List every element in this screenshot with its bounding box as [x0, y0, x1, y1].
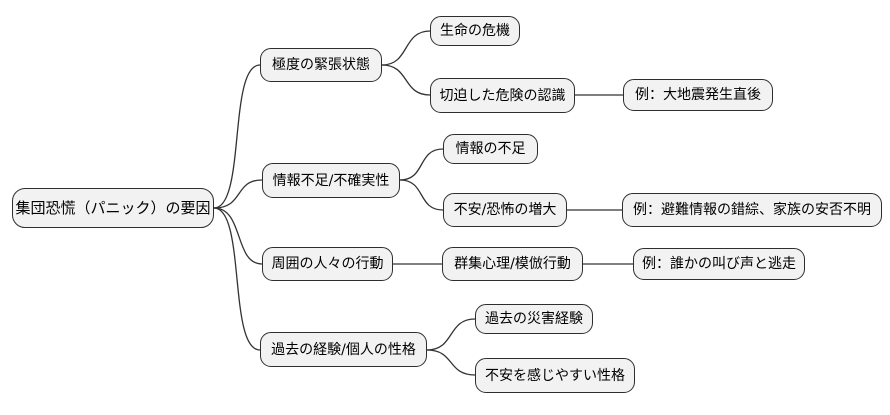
node-branch-extreme-tension: 極度の緊張状態	[260, 48, 382, 82]
node-example-scream-flee: 例：誰かの叫び声と逃走	[633, 248, 805, 280]
node-child-life-danger: 生命の危機	[430, 16, 520, 46]
node-child-lack-of-info: 情報の不足	[443, 134, 538, 164]
edge-branch4-child1	[426, 318, 476, 351]
edge-branch1-child2	[381, 64, 431, 96]
node-branch-past-personality: 過去の経験/個人の性格	[260, 332, 427, 367]
node-child-past-disaster: 過去の災害経験	[475, 304, 593, 334]
node-branch-info-uncertainty: 情報不足/不確実性	[262, 163, 400, 198]
edge-branch4-child2	[426, 349, 476, 376]
edge-branch1-child1	[381, 30, 431, 66]
node-child-imminent-danger: 切迫した危険の認識	[430, 78, 575, 113]
node-example-earthquake: 例：大地震発生直後	[623, 79, 773, 111]
edge-root-branch2	[213, 179, 263, 209]
edge-branch2-child1	[399, 148, 444, 181]
edge-root-branch1	[213, 64, 261, 209]
node-child-anxiety-fear: 不安/恐怖の増大	[443, 193, 567, 227]
edge-root-branch3	[213, 207, 263, 265]
node-example-evacuation-info: 例：避難情報の錯綜、家族の安否不明	[622, 193, 882, 227]
node-root: 集団恐慌（パニック）の要因	[12, 188, 214, 228]
node-child-crowd-psychology: 群集心理/模倣行動	[442, 247, 583, 281]
node-child-anxious-personality: 不安を感じやすい性格	[475, 358, 635, 393]
edge-branch2-child2	[399, 179, 444, 211]
node-branch-others-behavior: 周囲の人々の行動	[262, 247, 393, 281]
edge-root-branch4	[213, 207, 261, 351]
